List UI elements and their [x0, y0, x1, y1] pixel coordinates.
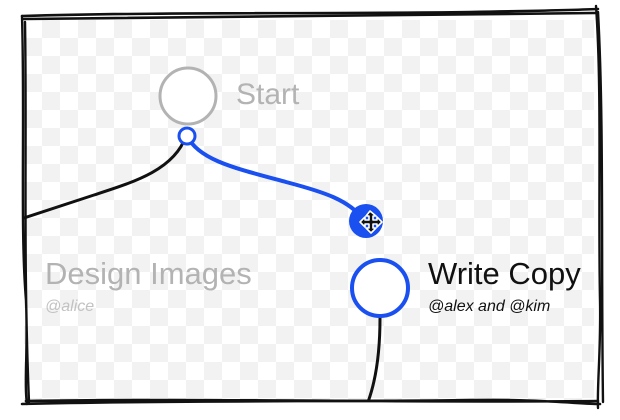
move-icon — [359, 210, 383, 234]
edge-start-to-design-images[interactable] — [24, 134, 188, 220]
node-design-images-assignee: @alice — [45, 298, 95, 315]
node-start-label: Start — [236, 78, 300, 111]
canvas[interactable] — [24, 20, 594, 402]
connector-layer — [24, 66, 410, 402]
node-write-copy-assignee: @alex and @kim — [428, 298, 551, 315]
node-write-copy[interactable] — [350, 258, 410, 318]
dragging-connector[interactable] — [185, 134, 366, 222]
node-start[interactable] — [158, 66, 218, 126]
node-write-copy-label: Write Copy — [428, 256, 581, 291]
edge-write-copy-to-below[interactable] — [366, 316, 382, 402]
transparency-grid — [24, 20, 594, 402]
node-design-images-label: Design Images — [45, 256, 252, 291]
drag-handle[interactable] — [349, 204, 383, 238]
start-output-port[interactable] — [177, 126, 197, 146]
